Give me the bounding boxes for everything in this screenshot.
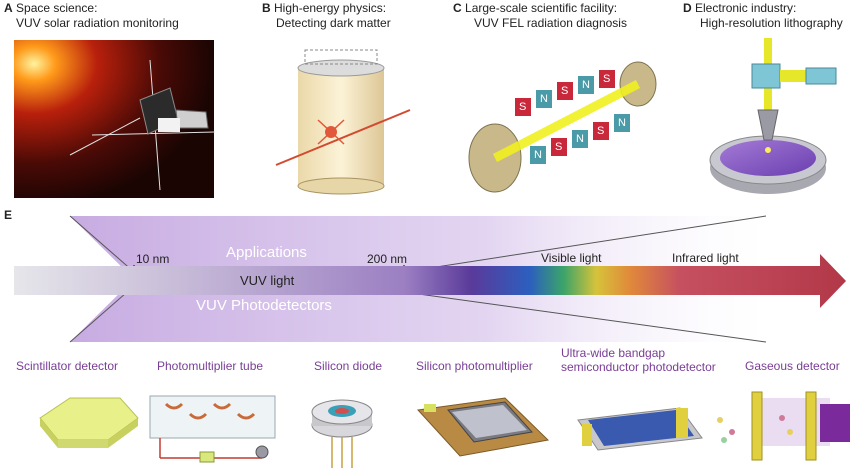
silicon-diode-image: [311, 399, 373, 468]
detector-label-ultra-wide-bandgap-line1: Ultra-wide bandgap: [561, 346, 666, 360]
scintillator-detector-image: [39, 397, 139, 448]
panel-d-label: D Electronic industry:: [683, 1, 797, 15]
panel-b-image: [275, 49, 411, 195]
panel-a-image: [14, 40, 216, 198]
label-200nm: 200 nm: [367, 252, 408, 266]
panel-a-caption: VUV solar radiation monitoring: [16, 16, 179, 30]
panel-c-caption: VUV FEL radiation diagnosis: [474, 16, 627, 30]
magnet-label-s: S: [597, 125, 605, 137]
detector-label-ultra-wide-bandgap-line2: semiconductor photodetector: [561, 360, 716, 374]
undulator-magnets: [515, 70, 630, 164]
ultra-wide-bandgap-photodetector-image: [577, 407, 703, 451]
panel-a-label: A Space science:: [4, 1, 98, 15]
infrared-light-label: Infrared light: [672, 251, 739, 265]
detector-label-scintillator: Scintillator detector: [16, 359, 119, 373]
vuv-light-label: VUV light: [240, 273, 295, 288]
panel-e-letter: E: [4, 208, 13, 222]
panel-c-image: [468, 61, 657, 193]
panel-d-image: [709, 38, 837, 194]
magnet-label-n: N: [534, 149, 542, 161]
vuv-photodetectors-label: VUV Photodetectors: [196, 297, 332, 314]
magnet-label-s: S: [519, 101, 527, 113]
interaction-burst-icon: [275, 109, 411, 166]
panel-b-caption: Detecting dark matter: [276, 16, 391, 30]
silicon-photomultiplier-image: [416, 397, 550, 457]
photomultiplier-tube-image: [149, 395, 276, 463]
panel-d-caption: High-resolution lithography: [700, 16, 843, 30]
detector-label-gaseous: Gaseous detector: [745, 359, 840, 373]
magnet-label-n: N: [582, 79, 590, 91]
magnet-label-s: S: [555, 141, 563, 153]
magnet-label-n: N: [540, 93, 548, 105]
gaseous-detector-image: [717, 391, 850, 461]
magnet-label-s: S: [603, 73, 611, 85]
spacecraft-icon: [69, 59, 216, 191]
magnet-label-n: N: [576, 133, 584, 145]
magnet-label-s: S: [561, 85, 569, 97]
visible-light-label: Visible light: [541, 251, 602, 265]
detector-label-silicon-diode: Silicon diode: [314, 359, 383, 373]
panel-b-label: B High-energy physics:: [262, 1, 387, 15]
panel-c-label: C Large-scale scientific facility:: [453, 1, 618, 15]
detector-label-photomultiplier-tube: Photomultiplier tube: [157, 359, 264, 373]
label-10nm: 10 nm: [136, 252, 170, 266]
spectrum-arrow: [14, 254, 846, 308]
magnet-label-n: N: [618, 117, 626, 129]
detector-label-silicon-photomultiplier: Silicon photomultiplier: [416, 359, 533, 373]
applications-label: Applications: [226, 244, 307, 261]
